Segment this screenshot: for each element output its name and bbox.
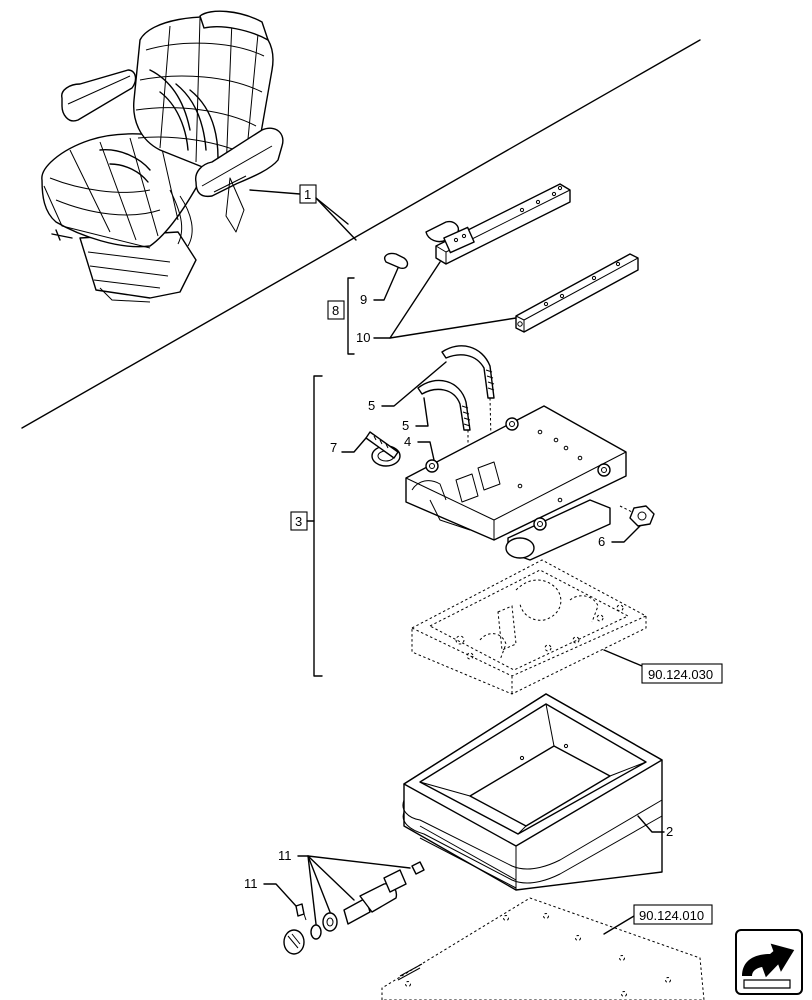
strap-upper bbox=[441, 345, 495, 399]
callout-11b[interactable]: 11 bbox=[244, 876, 297, 907]
callout-3-label: 3 bbox=[295, 514, 302, 529]
rail-cap bbox=[384, 252, 409, 270]
callout-5b[interactable]: 5 bbox=[402, 397, 429, 433]
callout-2[interactable]: 2 bbox=[637, 815, 673, 839]
slide-rail-lower bbox=[515, 253, 639, 333]
bellows-cover bbox=[402, 693, 663, 891]
callout-4-label: 4 bbox=[404, 434, 411, 449]
callout-11b-label: 11 bbox=[244, 876, 258, 891]
callout-4[interactable]: 4 bbox=[404, 434, 435, 461]
callout-9-label: 9 bbox=[360, 292, 367, 307]
ref-seat-frame-label: 90.124.030 bbox=[648, 667, 713, 682]
callout-11a-label: 11 bbox=[278, 848, 292, 863]
callout-5b-label: 5 bbox=[402, 418, 409, 433]
section-divider-line bbox=[21, 39, 701, 429]
callout-5a-label: 5 bbox=[368, 398, 375, 413]
callout-1-label: 1 bbox=[304, 187, 311, 202]
callout-8-group[interactable]: 8 bbox=[327, 277, 355, 355]
callout-9[interactable]: 9 bbox=[360, 267, 399, 307]
callout-10[interactable]: 10 bbox=[356, 261, 517, 345]
callout-3-group[interactable]: 3 bbox=[290, 375, 323, 677]
back-arrow-icon bbox=[742, 943, 795, 989]
callout-8-label: 8 bbox=[332, 303, 339, 318]
adjustment-knob-assembly bbox=[283, 861, 425, 955]
seat-frame-reference bbox=[411, 559, 647, 695]
nut bbox=[619, 505, 655, 527]
cable-tie bbox=[365, 431, 401, 467]
callout-11a[interactable]: 11 bbox=[278, 848, 411, 925]
strap-lower bbox=[417, 379, 471, 431]
mounting-plate bbox=[405, 405, 627, 561]
callout-2-label: 2 bbox=[666, 824, 673, 839]
seat-assembly bbox=[41, 10, 284, 303]
callout-6[interactable]: 6 bbox=[598, 525, 641, 549]
slide-rail-upper bbox=[425, 183, 571, 265]
ref-platform-callout[interactable]: 90.124.010 bbox=[603, 904, 713, 935]
back-nav-button[interactable] bbox=[735, 929, 803, 995]
ref-seat-frame-callout[interactable]: 90.124.030 bbox=[603, 649, 723, 684]
callout-10-label: 10 bbox=[356, 330, 370, 345]
callout-7-label: 7 bbox=[330, 440, 337, 455]
callout-5a[interactable]: 5 bbox=[368, 361, 447, 413]
callout-7[interactable]: 7 bbox=[330, 437, 367, 455]
callout-6-label: 6 bbox=[598, 534, 605, 549]
ref-platform-label: 90.124.010 bbox=[639, 908, 704, 923]
callout-1[interactable]: 1 bbox=[249, 184, 357, 241]
